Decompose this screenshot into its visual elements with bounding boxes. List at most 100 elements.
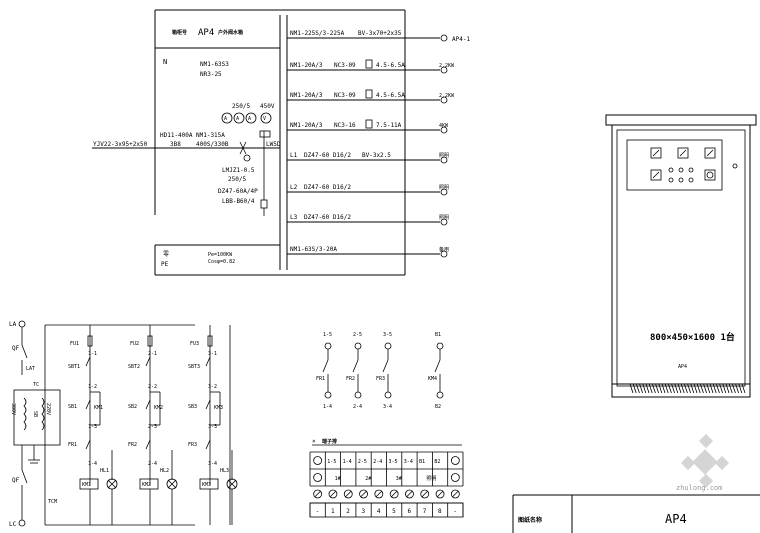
feeder-relay: 4.5-6.5A [376,62,405,69]
lamp-cross [167,479,177,489]
terminal-screw-slot [329,490,337,498]
remote-top-label: 2-5 [353,332,362,338]
terminal-screw-slot [406,490,413,498]
remote-top-label: 1-5 [323,332,332,338]
ct-label-2: 250/5 [228,176,246,183]
vent-slot [674,383,679,394]
branch-stop: SBT3 [188,364,200,370]
branch-fuse: FU2 [130,341,139,347]
vent-slot [703,383,707,394]
terminal-index: - [453,508,457,515]
header-name: 户外阀水箱 [217,29,243,36]
branch-start: SB2 [128,404,137,410]
neutral-label: N [163,58,167,66]
terminal-cell: 1-5 [327,459,336,465]
terminal-cell: 1-4 [343,459,352,465]
terminal-screw-slot [452,490,459,498]
branch-coil: KM3 [202,482,211,488]
branch-relay: FR1 [68,442,77,448]
lamp-cross [107,479,117,489]
vent-slot [632,383,637,394]
feeder-cable: BV-3x70+2x35 [358,30,402,37]
branch-contact: KM3 [214,405,223,411]
branch-terminal: 3-2 [208,384,217,390]
feeder-breaker: NM1-20A/3 [290,92,323,99]
branch-stop: SBT2 [128,364,140,370]
stop-contact [145,356,151,367]
feeder-breaker: NM1-63S/3-20A [290,246,337,253]
transformer-label: TC [33,382,39,388]
vent-slot [680,383,685,394]
branch-lamp: HL3 [220,468,229,474]
power-label-2: Cosφ=0.82 [208,259,235,265]
ground-label-2: PE [161,261,169,268]
cabinet-code: AP4 [678,364,687,370]
remote-terminal-icon [354,342,362,350]
branch-fuse: FU3 [190,341,199,347]
spd-label-2: LBB-B60/4 [222,198,255,205]
vent-slot [658,383,663,394]
remote-contact [382,359,389,373]
branch-terminal: 1-4 [88,461,97,467]
terminal-group: 1# [335,476,341,482]
coil-box [199,478,219,490]
terminal-index: 8 [438,508,442,515]
branch-lamp: HL2 [160,468,169,474]
terminal-screw-slot [436,490,444,498]
header-code: AP4 [198,28,214,38]
vent-slot [671,383,675,394]
fuse-icon [87,335,93,347]
vent-slot [648,383,653,394]
terminal-screw-slot [375,490,383,498]
cabinet-meter-icons [650,147,716,181]
branch-terminal: 3-3 [208,424,217,430]
feeder-dest: 照明 [439,185,449,191]
feeder-dest: 2.2KW [439,63,455,69]
branch-terminal: 1-3 [88,424,97,430]
branch-contact: KM1 [94,405,103,411]
title-block-label: 图纸名称 [518,516,542,524]
ct-label-1: LMJZ1-0.5 [222,167,255,174]
neutral-breaker-1: NM1-63S3 [200,61,229,68]
coil-box [79,478,99,490]
terminal-screw-slot [344,490,352,498]
watermark: zhulong.com [676,433,730,492]
cabinet-size: 800×450×1600 1台 [650,331,735,343]
vent-slot [664,383,669,394]
vent-slot [700,383,704,394]
vent-slot [661,383,666,394]
branch-terminal: 3-4 [208,461,217,467]
left-voltage-1: 380V [10,403,16,415]
feeder-relay: 4.5-6.5A [376,92,405,99]
svg-text:A: A [224,116,227,122]
incoming-switch-2: 3B8 [170,141,181,148]
vent-slot [725,383,730,394]
feeder-breaker: NM1-20A/3 [290,62,323,69]
feeder-breaker: DZ47-60 D16/2 [304,152,351,159]
title-block-value: AP4 [665,512,687,526]
feeder-end-icon [440,156,448,164]
remote-bottom-label: 2-4 [353,404,362,410]
branch-contact: KM2 [154,405,163,411]
meter-ratio: 250/5 [232,103,250,110]
branch-terminal: 1-2 [88,384,97,390]
terminal-screw-slot [314,490,321,498]
relay-contact [145,439,151,450]
branch-relay: FR2 [128,442,137,448]
terminal-screw-icon [313,473,323,482]
terminal-cell: B2 [434,459,440,465]
feeder-phase: L1 [290,152,298,159]
feeder-end-icon [440,96,448,104]
terminal-screw-icon [435,489,445,499]
terminal-index: 2 [346,508,350,515]
switch-label: LW5D [266,141,281,148]
start-contact [145,399,151,410]
stop-contact [85,356,91,367]
relay-box [365,119,373,129]
feeder-breaker: NM1-225S/3-225A [290,30,345,37]
cabinet-elevation: 800×450×1600 1台 AP4 [605,114,757,398]
branch-stop: SBT1 [68,364,80,370]
